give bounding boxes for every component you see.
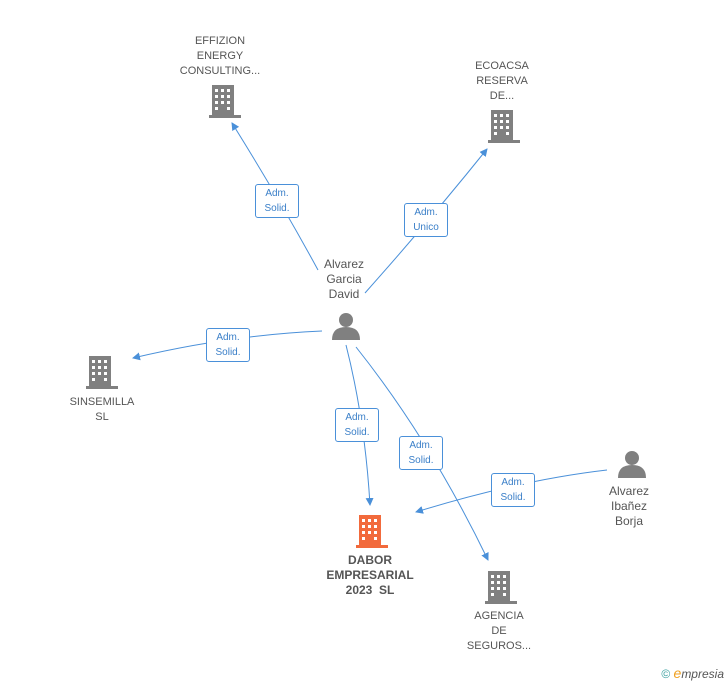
label-line: SL (95, 411, 109, 423)
edge-label-line: Adm. (265, 188, 289, 199)
label-line: CONSULTING... (179, 65, 261, 77)
label-line: Alvarez (608, 484, 649, 498)
edge-label-to-dabor: Adm. Solid. (335, 408, 379, 442)
node-label-dabor[interactable]: DABOR EMPRESARIAL 2023 SL (310, 553, 430, 598)
brand-initial: e (673, 665, 682, 681)
node-label-alvarez-david[interactable]: Alvarez Garcia David (304, 257, 384, 302)
label-line: DE... (489, 90, 515, 102)
edge-label-to-agencia: Adm. Solid. (399, 436, 443, 470)
person-icon[interactable] (332, 313, 360, 340)
edge-label-to-ecoacsa: Adm. Unico (404, 203, 448, 237)
node-label-ecoacsa[interactable]: ECOACSA RESERVA DE... (452, 59, 552, 104)
edge-label-line: Unico (413, 222, 439, 233)
node-label-effizion[interactable]: EFFIZION ENERGY CONSULTING... (160, 34, 280, 79)
label-line: SINSEMILLA (69, 396, 135, 408)
label-line: SEGUROS... (466, 640, 532, 652)
label-line: DABOR (348, 553, 392, 567)
edge-label-to-effizion: Adm. Solid. (255, 184, 299, 218)
label-line: ECOACSA (475, 60, 529, 72)
label-line: Ibañez (610, 499, 648, 513)
edge-label-line: Solid. (500, 492, 526, 503)
node-label-alvarez-borja[interactable]: Alvarez Ibañez Borja (589, 484, 669, 529)
edge-label-line: Solid. (215, 347, 241, 358)
label-line: Alvarez (323, 257, 364, 271)
brand-name: mpresia (681, 667, 724, 681)
label-line: AGENCIA (474, 610, 524, 622)
copyright-symbol: © (661, 667, 671, 681)
edge-label-line: Adm. (345, 412, 369, 423)
footer-brand: © empresia (661, 665, 724, 681)
edge-label-line: Adm. (414, 207, 438, 218)
label-line: 2023 SL (345, 583, 395, 597)
building-icon-main[interactable] (356, 515, 388, 548)
edge-label-line: Adm. (216, 332, 240, 343)
edge-label-line: Solid. (408, 455, 434, 466)
node-label-sinsemilla[interactable]: SINSEMILLA SL (52, 395, 152, 425)
building-icon[interactable] (488, 110, 520, 143)
edge-label-to-sinsemilla: Adm. Solid. (206, 328, 250, 362)
label-line: ENERGY (196, 50, 244, 62)
label-line: Garcia (326, 272, 362, 286)
building-icon[interactable] (485, 571, 517, 604)
label-line: EMPRESARIAL (326, 568, 414, 582)
label-line: David (328, 287, 360, 301)
label-line: RESERVA (476, 75, 528, 87)
edge-label-line: Solid. (344, 427, 370, 438)
edge-label-line: Adm. (501, 477, 525, 488)
edge-label-line: Adm. (409, 440, 433, 451)
edge-label-line: Solid. (264, 203, 290, 214)
label-line: EFFIZION (194, 35, 246, 47)
label-line: DE (491, 625, 507, 637)
building-icon[interactable] (209, 85, 241, 118)
node-label-agencia[interactable]: AGENCIA DE SEGUROS... (449, 609, 549, 654)
label-line: Borja (614, 514, 643, 528)
person-icon[interactable] (618, 451, 646, 478)
edge-label-borja-to-dabor: Adm. Solid. (491, 473, 535, 507)
building-icon[interactable] (86, 356, 118, 389)
